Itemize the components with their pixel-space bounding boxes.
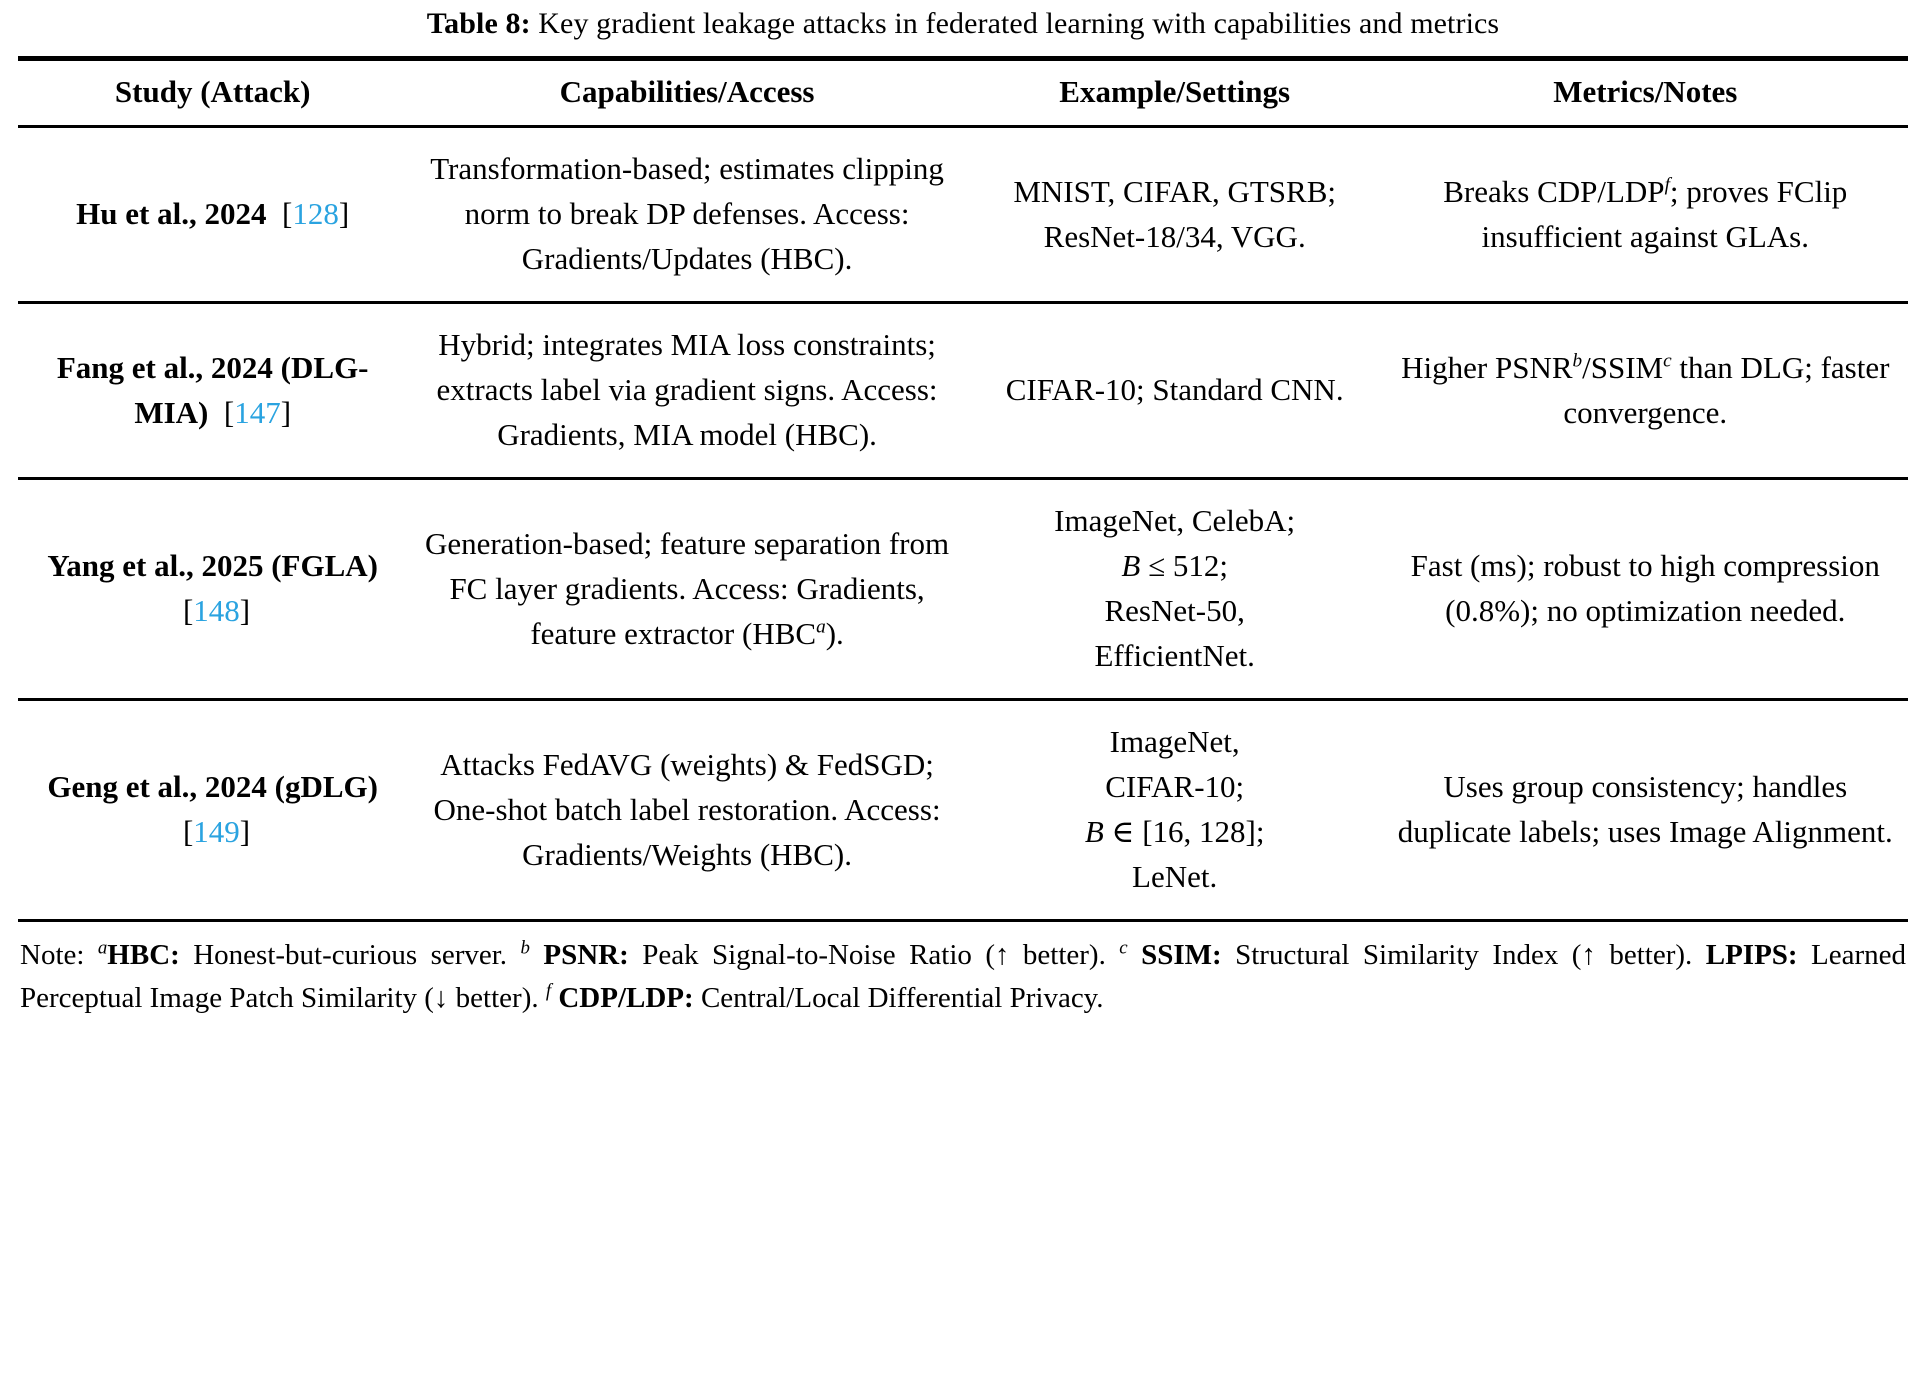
metrics-text-2c: than DLG; faster convergence. [1563, 349, 1890, 430]
cell-capabilities-1: Transformation-based; estimates clipping… [430, 151, 944, 276]
study-name-4: Geng et al., 2024 (gDLG) [47, 769, 378, 804]
footnote-marker-f: f [545, 980, 552, 1002]
example-line-4-4: LeNet. [1132, 859, 1218, 894]
cell-metrics-2: Higher PSNRb/SSIMc than DLG; faster conv… [1382, 301, 1908, 479]
cell-capabilities-4: Attacks FedAVG (weights) & FedSGD; One-s… [407, 698, 967, 919]
example-line-3-3: ResNet-50, [1104, 593, 1245, 628]
batch-size-val-3: ≤ 512; [1140, 548, 1228, 583]
citation-bracket-open-4: [ [175, 814, 194, 849]
capabilities-text-3a: Generation-based; feature separation fro… [424, 525, 950, 651]
header-bottom-rule [18, 125, 1908, 128]
cell-study-2: Fang et al., 2024 (DLG-MIA) [147] [18, 301, 408, 479]
cell-study-3: Yang et al., 2025 (FGLA) [148] [18, 477, 408, 700]
footnote-marker-b: b [520, 937, 530, 959]
example-line-4-2: CIFAR-10; [1105, 769, 1245, 804]
cell-example-4: ImageNet, CIFAR-10; B ∈ [16, 128]; LeNet… [966, 698, 1383, 919]
cell-capabilities-2: Hybrid; integrates MIA loss constraints;… [407, 301, 967, 479]
note-term-lpips: LPIPS: [1705, 939, 1798, 971]
citation-ref-4[interactable]: 149 [193, 814, 240, 849]
table-caption-text: Key gradient leakage attacks in federate… [538, 7, 1500, 40]
footnote-marker-b-2: b [1572, 350, 1583, 372]
footnote-marker-c-2: c [1663, 350, 1672, 372]
citation-bracket-close-3: ] [239, 593, 251, 628]
example-line-4-1: ImageNet, [1109, 724, 1240, 759]
cell-example-2: CIFAR-10; Standard CNN. [966, 301, 1383, 479]
table-row: Hu et al., 2024 [128] Transformation-bas… [18, 128, 1908, 303]
cell-study-1: Hu et al., 2024 [128] [18, 128, 407, 303]
study-name-3: Yang et al., 2025 (FGLA) [47, 548, 378, 583]
column-header-metrics: Metrics/Notes [1553, 74, 1738, 109]
example-line-3-2: B ≤ 512; [981, 543, 1369, 588]
example-line-3-4: EfficientNet. [1094, 638, 1255, 673]
cell-study-4: Geng et al., 2024 (gDLG) [149] [18, 698, 408, 919]
note-def-psnr: Peak Signal-to-Noise Ratio (↑ better). [642, 939, 1106, 971]
note-def-cdp: Central/Local Differential Privacy. [700, 982, 1104, 1014]
cell-capabilities-3: Generation-based; feature separation fro… [407, 477, 967, 700]
footnote-marker-a: a [97, 937, 108, 959]
cell-example-1: MNIST, CIFAR, GTSRB; ResNet-18/34, VGG. [1013, 173, 1336, 254]
example-line-3-1: ImageNet, CelebA; [1054, 503, 1296, 538]
metrics-text-2b: /SSIM [1582, 349, 1664, 385]
attacks-table: Study (Attack) Capabilities/Access Examp… [18, 61, 1908, 125]
table-top-rule [18, 56, 1908, 61]
note-term-hbc: HBC: [107, 939, 180, 971]
footnote-marker-a-3: a [816, 616, 826, 638]
table-footnote: Note: aHBC: Honest-but-curious server. b… [18, 922, 1908, 1020]
note-def-hbc: Honest-but-curious server. [193, 939, 508, 971]
citation-bracket-close-2: ] [280, 394, 292, 430]
citation-bracket-close-4: ] [239, 814, 251, 849]
column-header-capabilities: Capabilities/Access [559, 74, 815, 109]
study-name-1: Hu et al., 2024 [76, 196, 267, 231]
column-header-study: Study (Attack) [114, 74, 311, 109]
citation-ref-3[interactable]: 148 [193, 593, 240, 628]
metrics-text-1a: Breaks CDP/LDP [1443, 173, 1665, 209]
capabilities-text-3b: ). [825, 615, 844, 651]
table-row: Fang et al., 2024 (DLG-MIA) [147] Hybrid… [18, 301, 1908, 479]
note-def-lpips: Learned Perceptual Image Patch Similarit… [20, 939, 1907, 1014]
header-row: Study (Attack) Capabilities/Access Examp… [18, 61, 1908, 125]
example-line-4-3: B ∈ [16, 128]; [981, 809, 1369, 854]
note-term-psnr: PSNR: [543, 939, 629, 971]
citation-bracket-open-3: [ [175, 593, 194, 628]
batch-size-val-4: ∈ [16, 128]; [1103, 814, 1265, 849]
footnote-marker-f-1: f [1664, 174, 1670, 196]
table-header: Study (Attack) Capabilities/Access Examp… [18, 61, 1908, 125]
citation-bracket-open-2: [ [216, 394, 235, 430]
table-row: Geng et al., 2024 (gDLG) [149] Attacks F… [18, 698, 1908, 919]
batch-size-var-3: B [1121, 548, 1141, 583]
note-def-ssim: Structural Similarity Index (↑ better). [1235, 939, 1693, 971]
column-header-example: Example/Settings [1059, 74, 1291, 109]
footnote-marker-c: c [1119, 937, 1128, 959]
table-bottom-rule [18, 919, 1908, 922]
citation-ref-1[interactable]: 128 [292, 196, 339, 231]
citation-bracket-open-1: [ [274, 196, 293, 231]
table-row: Yang et al., 2025 (FGLA) [148] Generatio… [18, 477, 1908, 700]
citation-bracket-close-1: ] [338, 196, 350, 231]
study-name-2: Fang et al., 2024 (DLG-MIA) [56, 349, 369, 430]
cell-example-3: ImageNet, CelebA; B ≤ 512; ResNet-50, Ef… [966, 477, 1383, 700]
note-term-cdp: CDP/LDP: [558, 982, 694, 1014]
cell-metrics-4: Uses group consistency; handles duplicat… [1382, 698, 1908, 919]
note-term-ssim: SSIM: [1141, 939, 1222, 971]
table-caption-label: Table 8: [426, 7, 531, 40]
batch-size-var-4: B [1084, 814, 1104, 849]
citation-ref-2[interactable]: 147 [234, 394, 281, 430]
table-caption: Table 8: Key gradient leakage attacks in… [18, 0, 1908, 56]
metrics-text-1b: ; proves FClip insufficient against GLAs… [1481, 173, 1848, 254]
metrics-text-2a: Higher PSNR [1401, 349, 1573, 385]
cell-metrics-1: Breaks CDP/LDPf; proves FClip insufficie… [1383, 128, 1908, 303]
note-prefix: Note: [20, 939, 85, 971]
attacks-table-body: Hu et al., 2024 [128] Transformation-bas… [18, 128, 1908, 919]
cell-metrics-3: Fast (ms); robust to high compression (0… [1382, 477, 1908, 700]
